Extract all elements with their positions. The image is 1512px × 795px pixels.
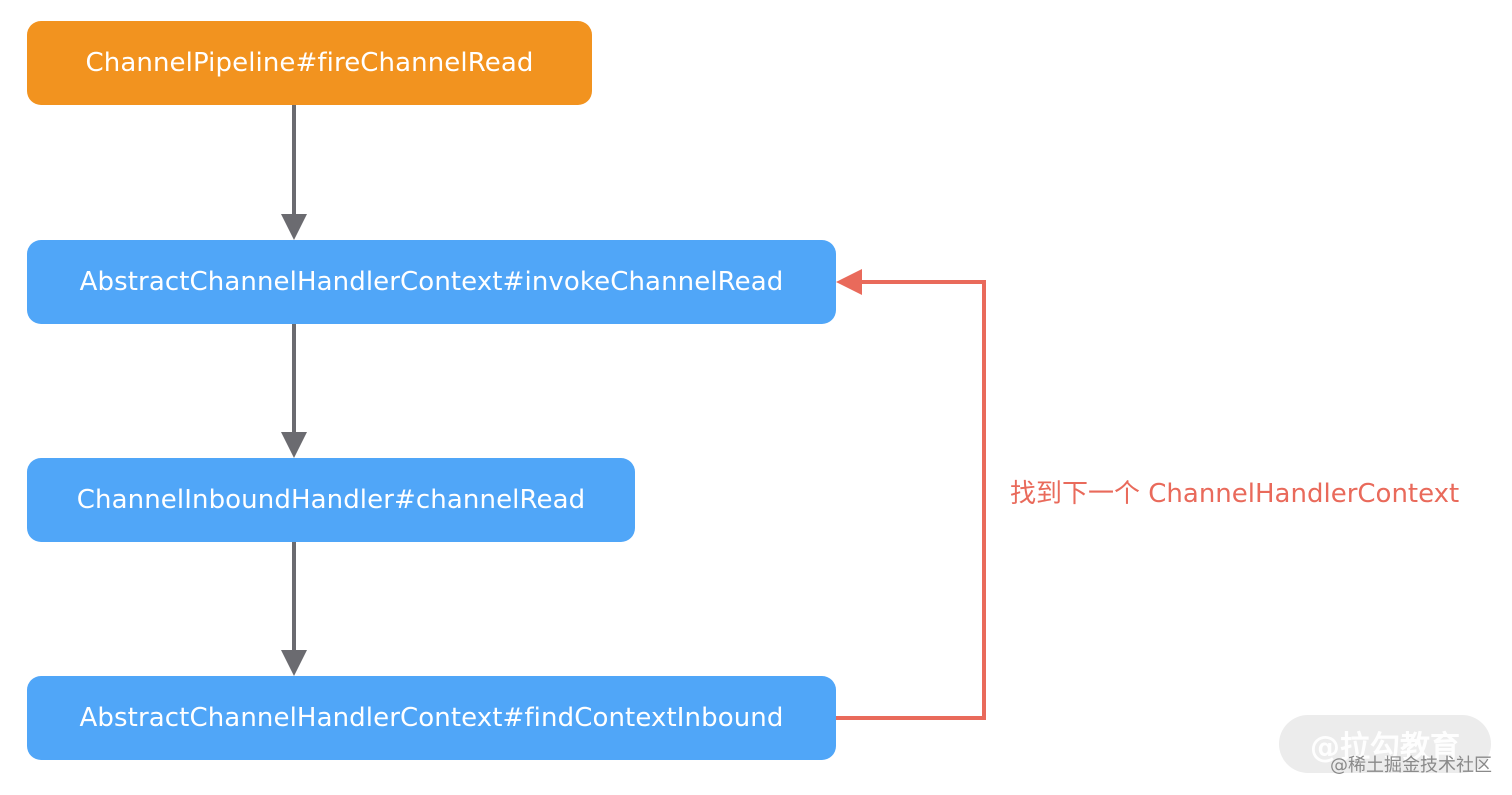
node-label: AbstractChannelHandlerContext#invokeChan… (79, 267, 784, 297)
node-invoke-channel-read: AbstractChannelHandlerContext#invokeChan… (27, 240, 836, 324)
node-label: ChannelPipeline#fireChannelRead (85, 48, 534, 78)
watermark-logo-text: @拉勾教育 (1310, 730, 1460, 765)
loop-back-arrow (836, 269, 986, 720)
node-label: AbstractChannelHandlerContext#findContex… (79, 703, 784, 733)
watermark-logo: @拉勾教育 (1279, 715, 1491, 773)
arrow-2-to-3 (281, 324, 307, 458)
node-find-context-inbound: AbstractChannelHandlerContext#findContex… (27, 676, 836, 760)
watermark-credit: @稀土掘金技术社区 (1330, 755, 1492, 776)
loop-label: 找到下一个 ChannelHandlerContext (1010, 479, 1460, 509)
arrow-1-to-2 (281, 105, 307, 240)
node-pipeline-fire-channel-read: ChannelPipeline#fireChannelRead (27, 21, 592, 105)
arrow-3-to-4 (281, 542, 307, 676)
node-inbound-handler-channel-read: ChannelInboundHandler#channelRead (27, 458, 635, 542)
node-label: ChannelInboundHandler#channelRead (76, 485, 586, 515)
